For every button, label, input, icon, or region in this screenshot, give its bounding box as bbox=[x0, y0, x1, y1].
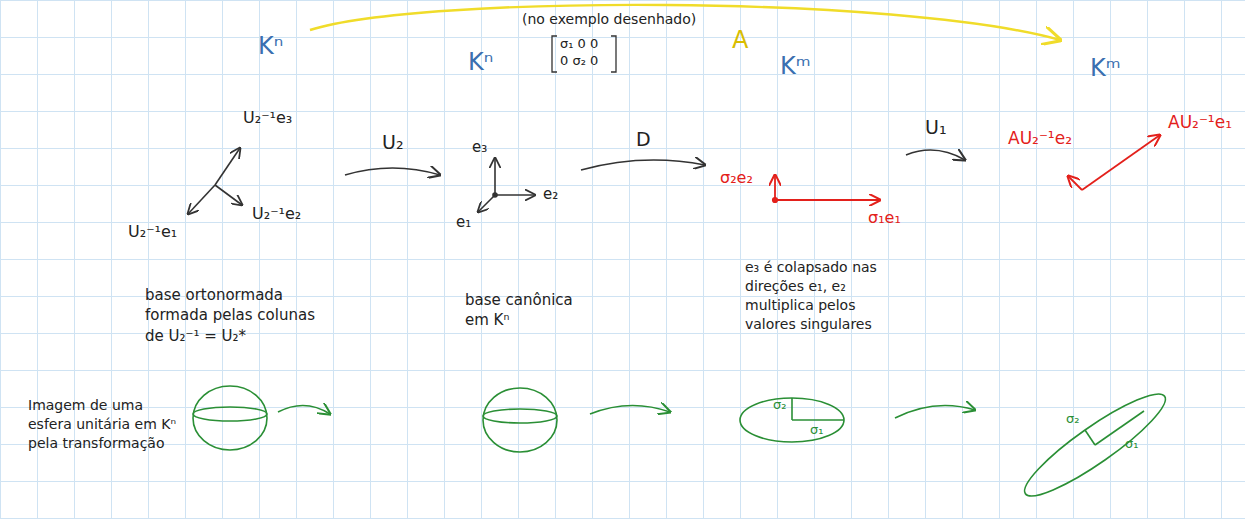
note: Imagem de uma esfera unitária em Kⁿ pela… bbox=[28, 396, 188, 453]
sphere-images bbox=[193, 382, 1175, 509]
vector-label: AU₂⁻¹e₂ bbox=[1008, 128, 1072, 148]
map-name: U₁ bbox=[925, 116, 947, 138]
axis-label: e₁ bbox=[456, 213, 471, 231]
map-arrow bbox=[345, 168, 440, 175]
matrix-bracket bbox=[611, 36, 616, 72]
space-region: Kᵐ bbox=[965, 40, 1230, 240]
axis-length: σ₁ bbox=[810, 422, 823, 437]
vector-label: U₂⁻¹e₃ bbox=[243, 108, 292, 127]
image-vectors bbox=[1068, 135, 1160, 190]
space-name: Kᵐ bbox=[780, 52, 811, 80]
axis-length: σ₂ bbox=[773, 397, 786, 412]
matrix-bracket bbox=[552, 36, 557, 72]
space-name: Kᵐ bbox=[1090, 54, 1121, 82]
note: (no exemplo desenhado) bbox=[522, 11, 696, 27]
map-name: D bbox=[636, 128, 651, 150]
map-name: A bbox=[732, 26, 748, 54]
axis-length: σ₂ bbox=[1066, 411, 1079, 426]
axis-length: σ₁ bbox=[1125, 436, 1138, 451]
vector-label: U₂⁻¹e₂ bbox=[252, 204, 301, 223]
space-region: Kⁿ base ortonormada formada pelas colunas… bbox=[130, 30, 345, 375]
space-name: Kⁿ bbox=[468, 48, 493, 76]
vector-label: U₂⁻¹e₁ bbox=[128, 222, 177, 241]
scaled-axes bbox=[773, 175, 880, 202]
matrix-row: σ₁ 0 0 bbox=[560, 36, 598, 51]
map-name: U₂ bbox=[382, 131, 404, 153]
matrix-row: 0 σ₂ 0 bbox=[560, 53, 598, 68]
space-region: Kⁿ base canônica em Kⁿ bbox=[440, 40, 581, 340]
description: base ortonormada formada pelas colunas d… bbox=[145, 285, 335, 346]
vector-label: σ₁e₁ bbox=[868, 208, 901, 227]
space-name: Kⁿ bbox=[258, 32, 283, 60]
description: base canônica em Kⁿ bbox=[465, 290, 575, 331]
space-region: Kᵐ e₃ é colapsado nas direções e₁, e₂ mul… bbox=[705, 40, 906, 340]
vector-set bbox=[188, 148, 242, 214]
map-arrow bbox=[906, 150, 965, 160]
description: e₃ é colapsado nas direções e₁, e₂ multi… bbox=[745, 258, 900, 334]
axes bbox=[478, 158, 535, 212]
map-arrow bbox=[581, 160, 705, 170]
axis-label: e₂ bbox=[543, 185, 558, 203]
axis-label: e₃ bbox=[472, 138, 487, 156]
vector-label: AU₂⁻¹e₁ bbox=[1168, 112, 1232, 132]
composition-arrow bbox=[310, 5, 1060, 40]
vector-label: σ₂e₂ bbox=[720, 168, 753, 187]
